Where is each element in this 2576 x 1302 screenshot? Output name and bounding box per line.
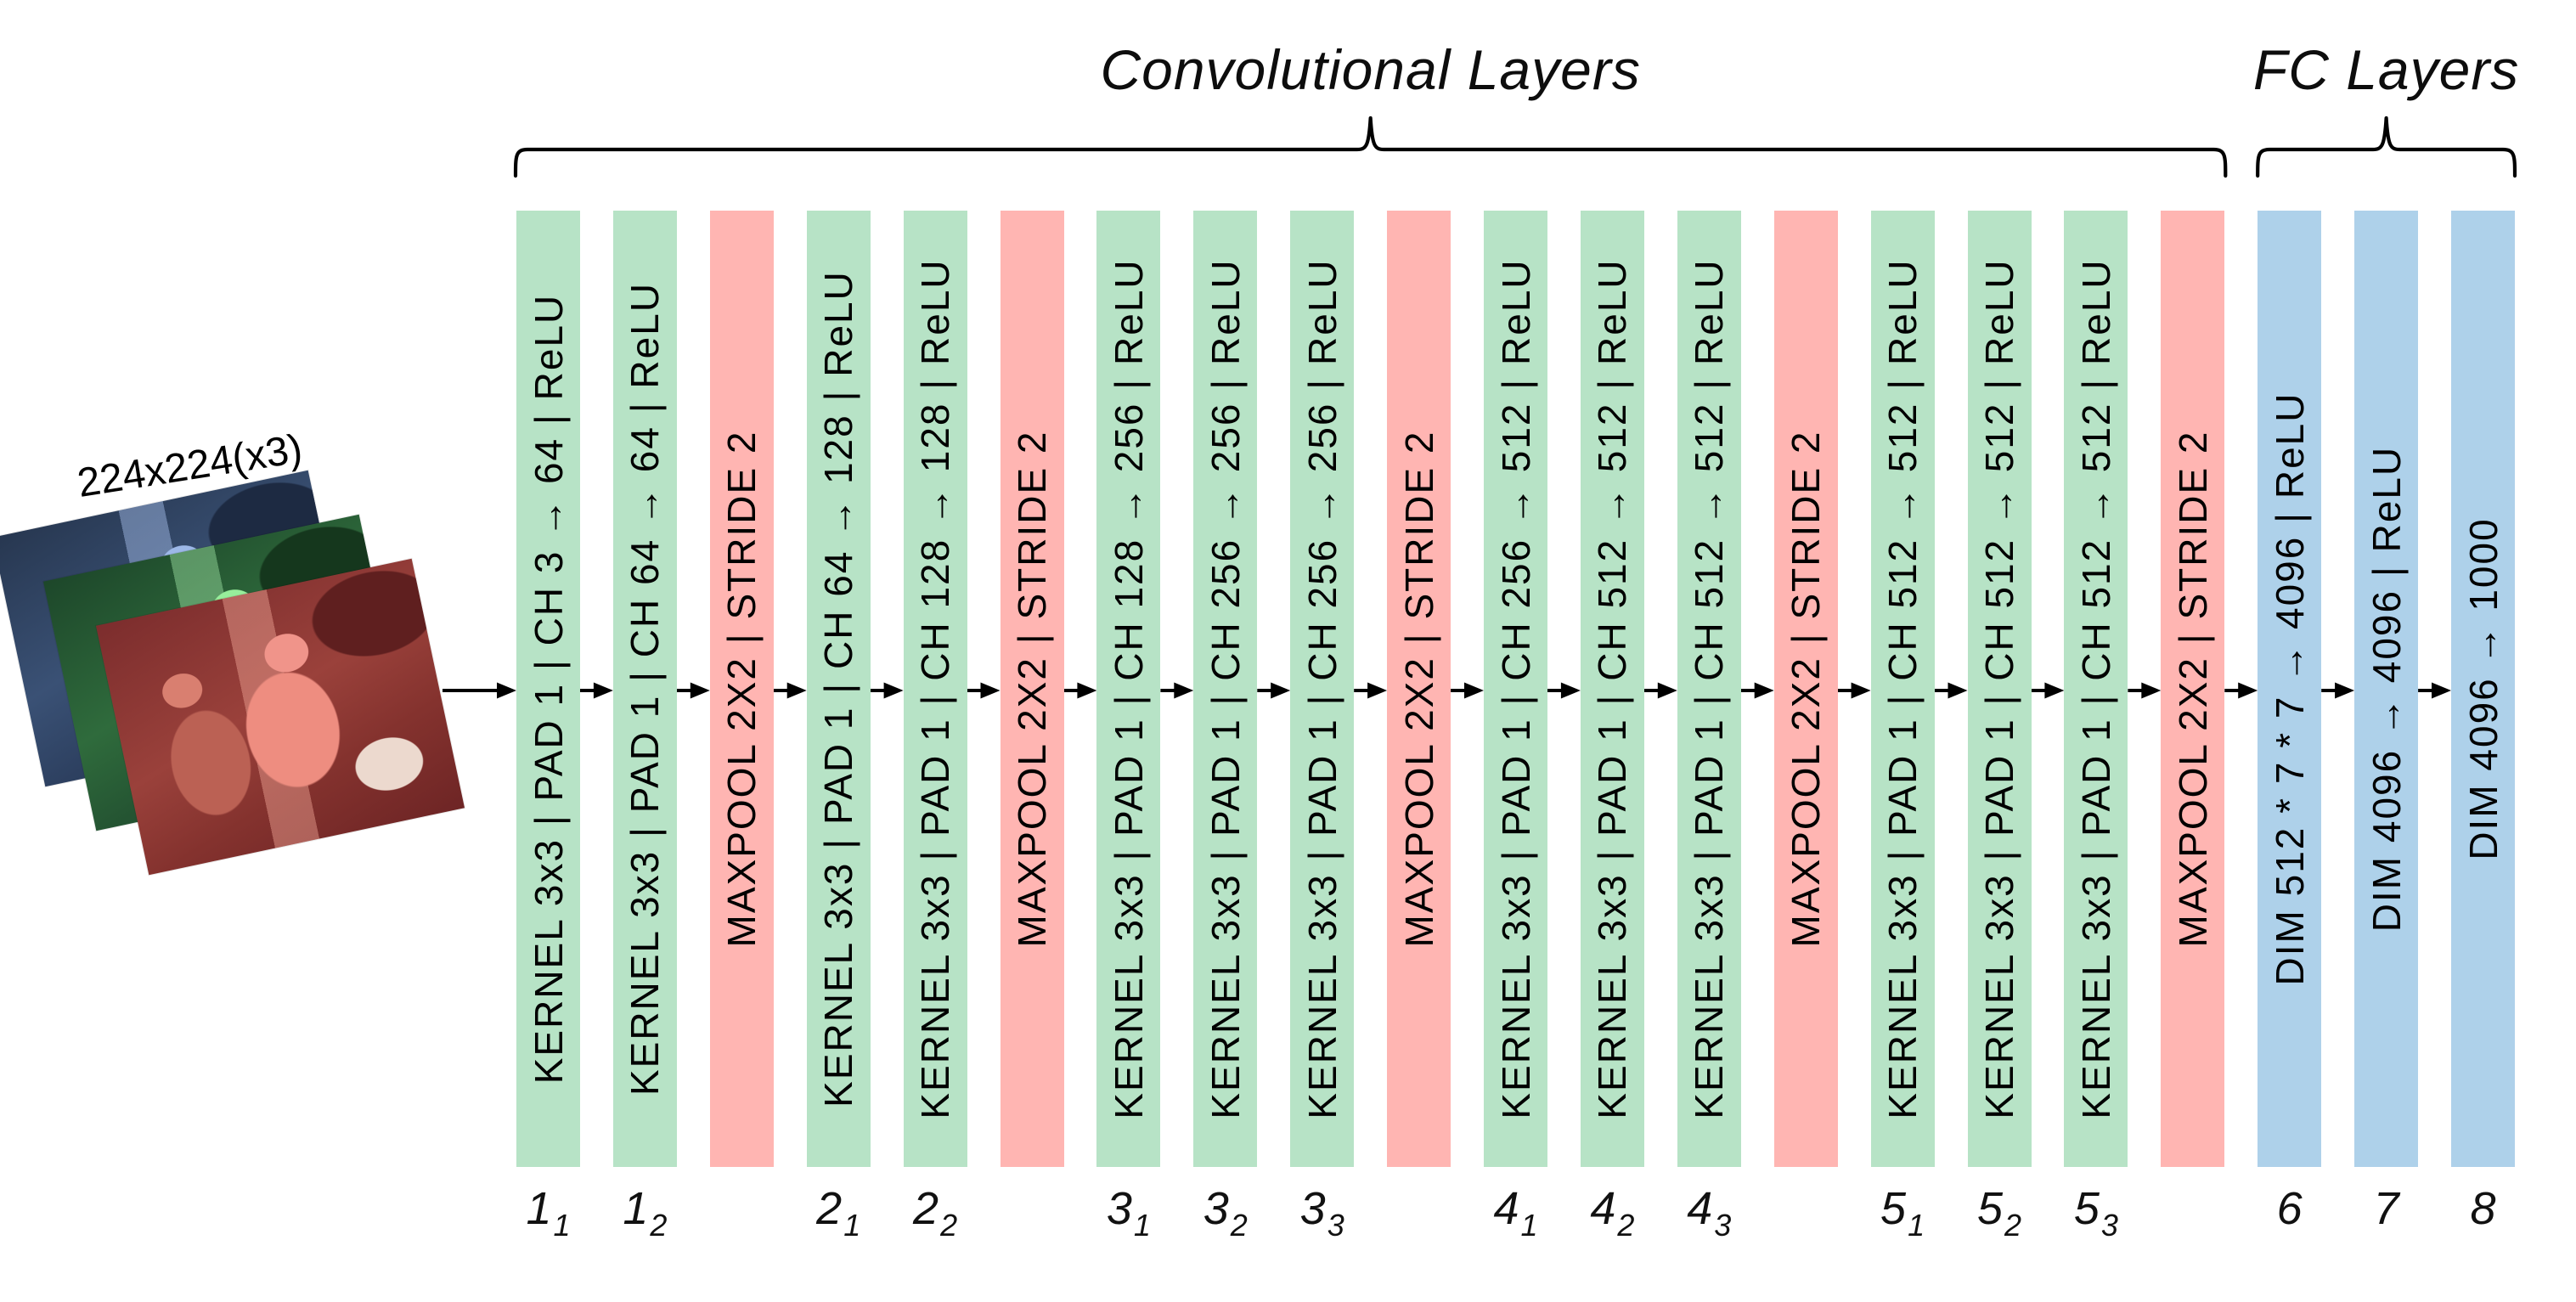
layer-bar-pool2: MAXPOOL 2X2 | STRIDE 2 — [1000, 211, 1064, 1167]
layer-index-label-conv4_3: 43 — [1687, 1183, 1732, 1243]
layer-index-label-conv3_2: 32 — [1203, 1183, 1248, 1243]
conv-layers-brace — [513, 116, 2228, 178]
layer-bar-pool5: MAXPOOL 2X2 | STRIDE 2 — [2161, 211, 2225, 1167]
flow-arrow-into-fc8-head — [2432, 682, 2451, 699]
flow-arrow-into-conv2_2-head — [883, 682, 904, 699]
flow-arrow-into-pool2-head — [980, 682, 1001, 699]
layer-bar-text-conv5_3: KERNEL 3x3 | PAD 1 | CH 512 → 512 | ReLU — [2073, 258, 2118, 1119]
layer-index-label-conv5_1: 51 — [1880, 1183, 1925, 1243]
flow-arrow-into-conv3_1-head — [1077, 682, 1097, 699]
layer-index-label-conv1_1: 11 — [526, 1183, 571, 1243]
flow-arrow-into-conv1_2-head — [593, 682, 613, 699]
layer-bar-text-conv1_1: KERNEL 3x3 | PAD 1 | CH 3 → 64 | ReLU — [526, 293, 571, 1085]
layer-bar-text-pool5: MAXPOOL 2X2 | STRIDE 2 — [2170, 430, 2215, 948]
layer-index-label-conv2_1: 21 — [816, 1183, 861, 1243]
layer-bar-text-conv3_1: KERNEL 3x3 | PAD 1 | CH 128 → 256 | ReLU — [1106, 258, 1151, 1119]
layer-bar-text-pool3: MAXPOOL 2X2 | STRIDE 2 — [1396, 430, 1441, 948]
flow-arrow-into-conv4_1-head — [1464, 682, 1484, 699]
layer-index-label-conv4_2: 42 — [1590, 1183, 1635, 1243]
flow-arrow-into-pool3-head — [1367, 682, 1388, 699]
layer-bar-conv3_2: KERNEL 3x3 | PAD 1 | CH 256 → 256 | ReLU — [1193, 211, 1258, 1167]
flow-arrow-into-conv4_2-head — [1560, 682, 1581, 699]
layer-index-label-conv4_1: 41 — [1493, 1183, 1538, 1243]
layer-bar-text-conv4_2: KERNEL 3x3 | PAD 1 | CH 512 → 512 | ReLU — [1590, 258, 1635, 1119]
layer-bar-fc8: DIM 4096 → 1000 — [2451, 211, 2515, 1167]
layer-bar-text-conv5_1: KERNEL 3x3 | PAD 1 | CH 512 → 512 | ReLU — [1880, 258, 1925, 1119]
layer-index-label-conv5_3: 53 — [2073, 1183, 2118, 1243]
layer-bar-conv1_1: KERNEL 3x3 | PAD 1 | CH 3 → 64 | ReLU — [516, 211, 580, 1167]
layer-bar-conv3_3: KERNEL 3x3 | PAD 1 | CH 256 → 256 | ReLU — [1290, 211, 1355, 1167]
layer-bar-conv5_1: KERNEL 3x3 | PAD 1 | CH 512 → 512 | ReLU — [1870, 211, 1935, 1167]
layer-bar-pool4: MAXPOOL 2X2 | STRIDE 2 — [1773, 211, 1838, 1167]
layer-bar-conv4_2: KERNEL 3x3 | PAD 1 | CH 512 → 512 | ReLU — [1580, 211, 1644, 1167]
layer-bar-text-conv2_2: KERNEL 3x3 | PAD 1 | CH 128 → 128 | ReLU — [913, 258, 958, 1119]
layer-index-label-fc6: 6 — [2276, 1183, 2303, 1234]
layer-bar-pool3: MAXPOOL 2X2 | STRIDE 2 — [1387, 211, 1451, 1167]
layer-bar-text-pool4: MAXPOOL 2X2 | STRIDE 2 — [1784, 430, 1829, 948]
conv-layers-title: Convolutional Layers — [1100, 38, 1641, 101]
flow-arrow-into-fc6-head — [2238, 682, 2258, 699]
layer-bar-conv2_2: KERNEL 3x3 | PAD 1 | CH 128 → 128 | ReLU — [903, 211, 967, 1167]
layer-bar-conv5_3: KERNEL 3x3 | PAD 1 | CH 512 → 512 | ReLU — [2064, 211, 2128, 1167]
layer-index-label-conv1_2: 12 — [623, 1183, 668, 1243]
flow-arrow-into-fc7-head — [2335, 682, 2355, 699]
flow-arrow-into-conv4_3-head — [1657, 682, 1677, 699]
layer-bar-text-conv2_1: KERNEL 3x3 | PAD 1 | CH 64 → 128 | ReLU — [816, 270, 861, 1108]
layer-bar-text-conv1_2: KERNEL 3x3 | PAD 1 | CH 64 → 64 | ReLU — [623, 281, 668, 1096]
layer-bar-conv4_3: KERNEL 3x3 | PAD 1 | CH 512 → 512 | ReLU — [1677, 211, 1741, 1167]
layer-bar-fc7: DIM 4096 → 4096 | ReLU — [2354, 211, 2419, 1167]
flow-arrow-into-conv5_2-head — [1948, 682, 1968, 699]
layer-bar-text-fc6: DIM 512 * 7 * 7 → 4096 | ReLU — [2267, 392, 2312, 986]
layer-bar-conv3_1: KERNEL 3x3 | PAD 1 | CH 128 → 256 | ReLU — [1096, 211, 1161, 1167]
layer-bar-text-conv4_3: KERNEL 3x3 | PAD 1 | CH 512 → 512 | ReLU — [1687, 258, 1732, 1119]
flow-arrow-into-conv2_1-head — [786, 682, 807, 699]
layer-bar-text-conv5_2: KERNEL 3x3 | PAD 1 | CH 512 → 512 | ReLU — [1977, 258, 2021, 1119]
layer-bar-text-pool1: MAXPOOL 2X2 | STRIDE 2 — [719, 430, 764, 948]
layer-bar-conv4_1: KERNEL 3x3 | PAD 1 | CH 256 → 512 | ReLU — [1484, 211, 1547, 1167]
layer-bar-text-pool2: MAXPOOL 2X2 | STRIDE 2 — [1010, 430, 1054, 948]
layer-bar-text-fc7: DIM 4096 → 4096 | ReLU — [2364, 445, 2409, 933]
flow-arrow-into-conv5_1-head — [1851, 682, 1871, 699]
layer-bar-text-conv4_1: KERNEL 3x3 | PAD 1 | CH 256 → 512 | ReLU — [1493, 258, 1538, 1119]
layer-bar-text-fc8: DIM 4096 → 1000 — [2460, 517, 2506, 860]
layer-bar-conv5_2: KERNEL 3x3 | PAD 1 | CH 512 → 512 | ReLU — [1967, 211, 2032, 1167]
flow-arrow-into-conv5_3-head — [2044, 682, 2065, 699]
flow-arrow-into-conv3_2-head — [1174, 682, 1194, 699]
layer-index-label-fc8: 8 — [2470, 1183, 2496, 1234]
layer-bar-pool1: MAXPOOL 2X2 | STRIDE 2 — [709, 211, 774, 1167]
fc-layers-brace — [2256, 116, 2517, 178]
input-flow-arrow-head — [497, 682, 516, 699]
layer-index-label-conv3_3: 33 — [1299, 1183, 1344, 1243]
fc-layers-title: FC Layers — [2252, 38, 2520, 101]
layer-index-label-conv2_2: 22 — [913, 1183, 958, 1243]
layer-bar-conv2_1: KERNEL 3x3 | PAD 1 | CH 64 → 128 | ReLU — [806, 211, 871, 1167]
layer-bar-text-conv3_3: KERNEL 3x3 | PAD 1 | CH 256 → 256 | ReLU — [1299, 258, 1344, 1119]
layer-index-label-conv5_2: 52 — [1976, 1183, 2022, 1243]
layer-index-label-fc7: 7 — [2373, 1183, 2399, 1234]
flow-arrow-into-conv3_3-head — [1271, 682, 1291, 699]
flow-arrow-into-pool1-head — [690, 682, 710, 699]
layer-bar-fc6: DIM 512 * 7 * 7 → 4096 | ReLU — [2258, 211, 2322, 1167]
layer-index-label-conv3_1: 31 — [1106, 1183, 1151, 1243]
layer-bar-text-conv3_2: KERNEL 3x3 | PAD 1 | CH 256 → 256 | ReLU — [1203, 258, 1248, 1119]
layer-bar-conv1_2: KERNEL 3x3 | PAD 1 | CH 64 → 64 | ReLU — [612, 211, 677, 1167]
flow-arrow-into-pool5-head — [2141, 682, 2162, 699]
flow-arrow-into-pool4-head — [1754, 682, 1774, 699]
